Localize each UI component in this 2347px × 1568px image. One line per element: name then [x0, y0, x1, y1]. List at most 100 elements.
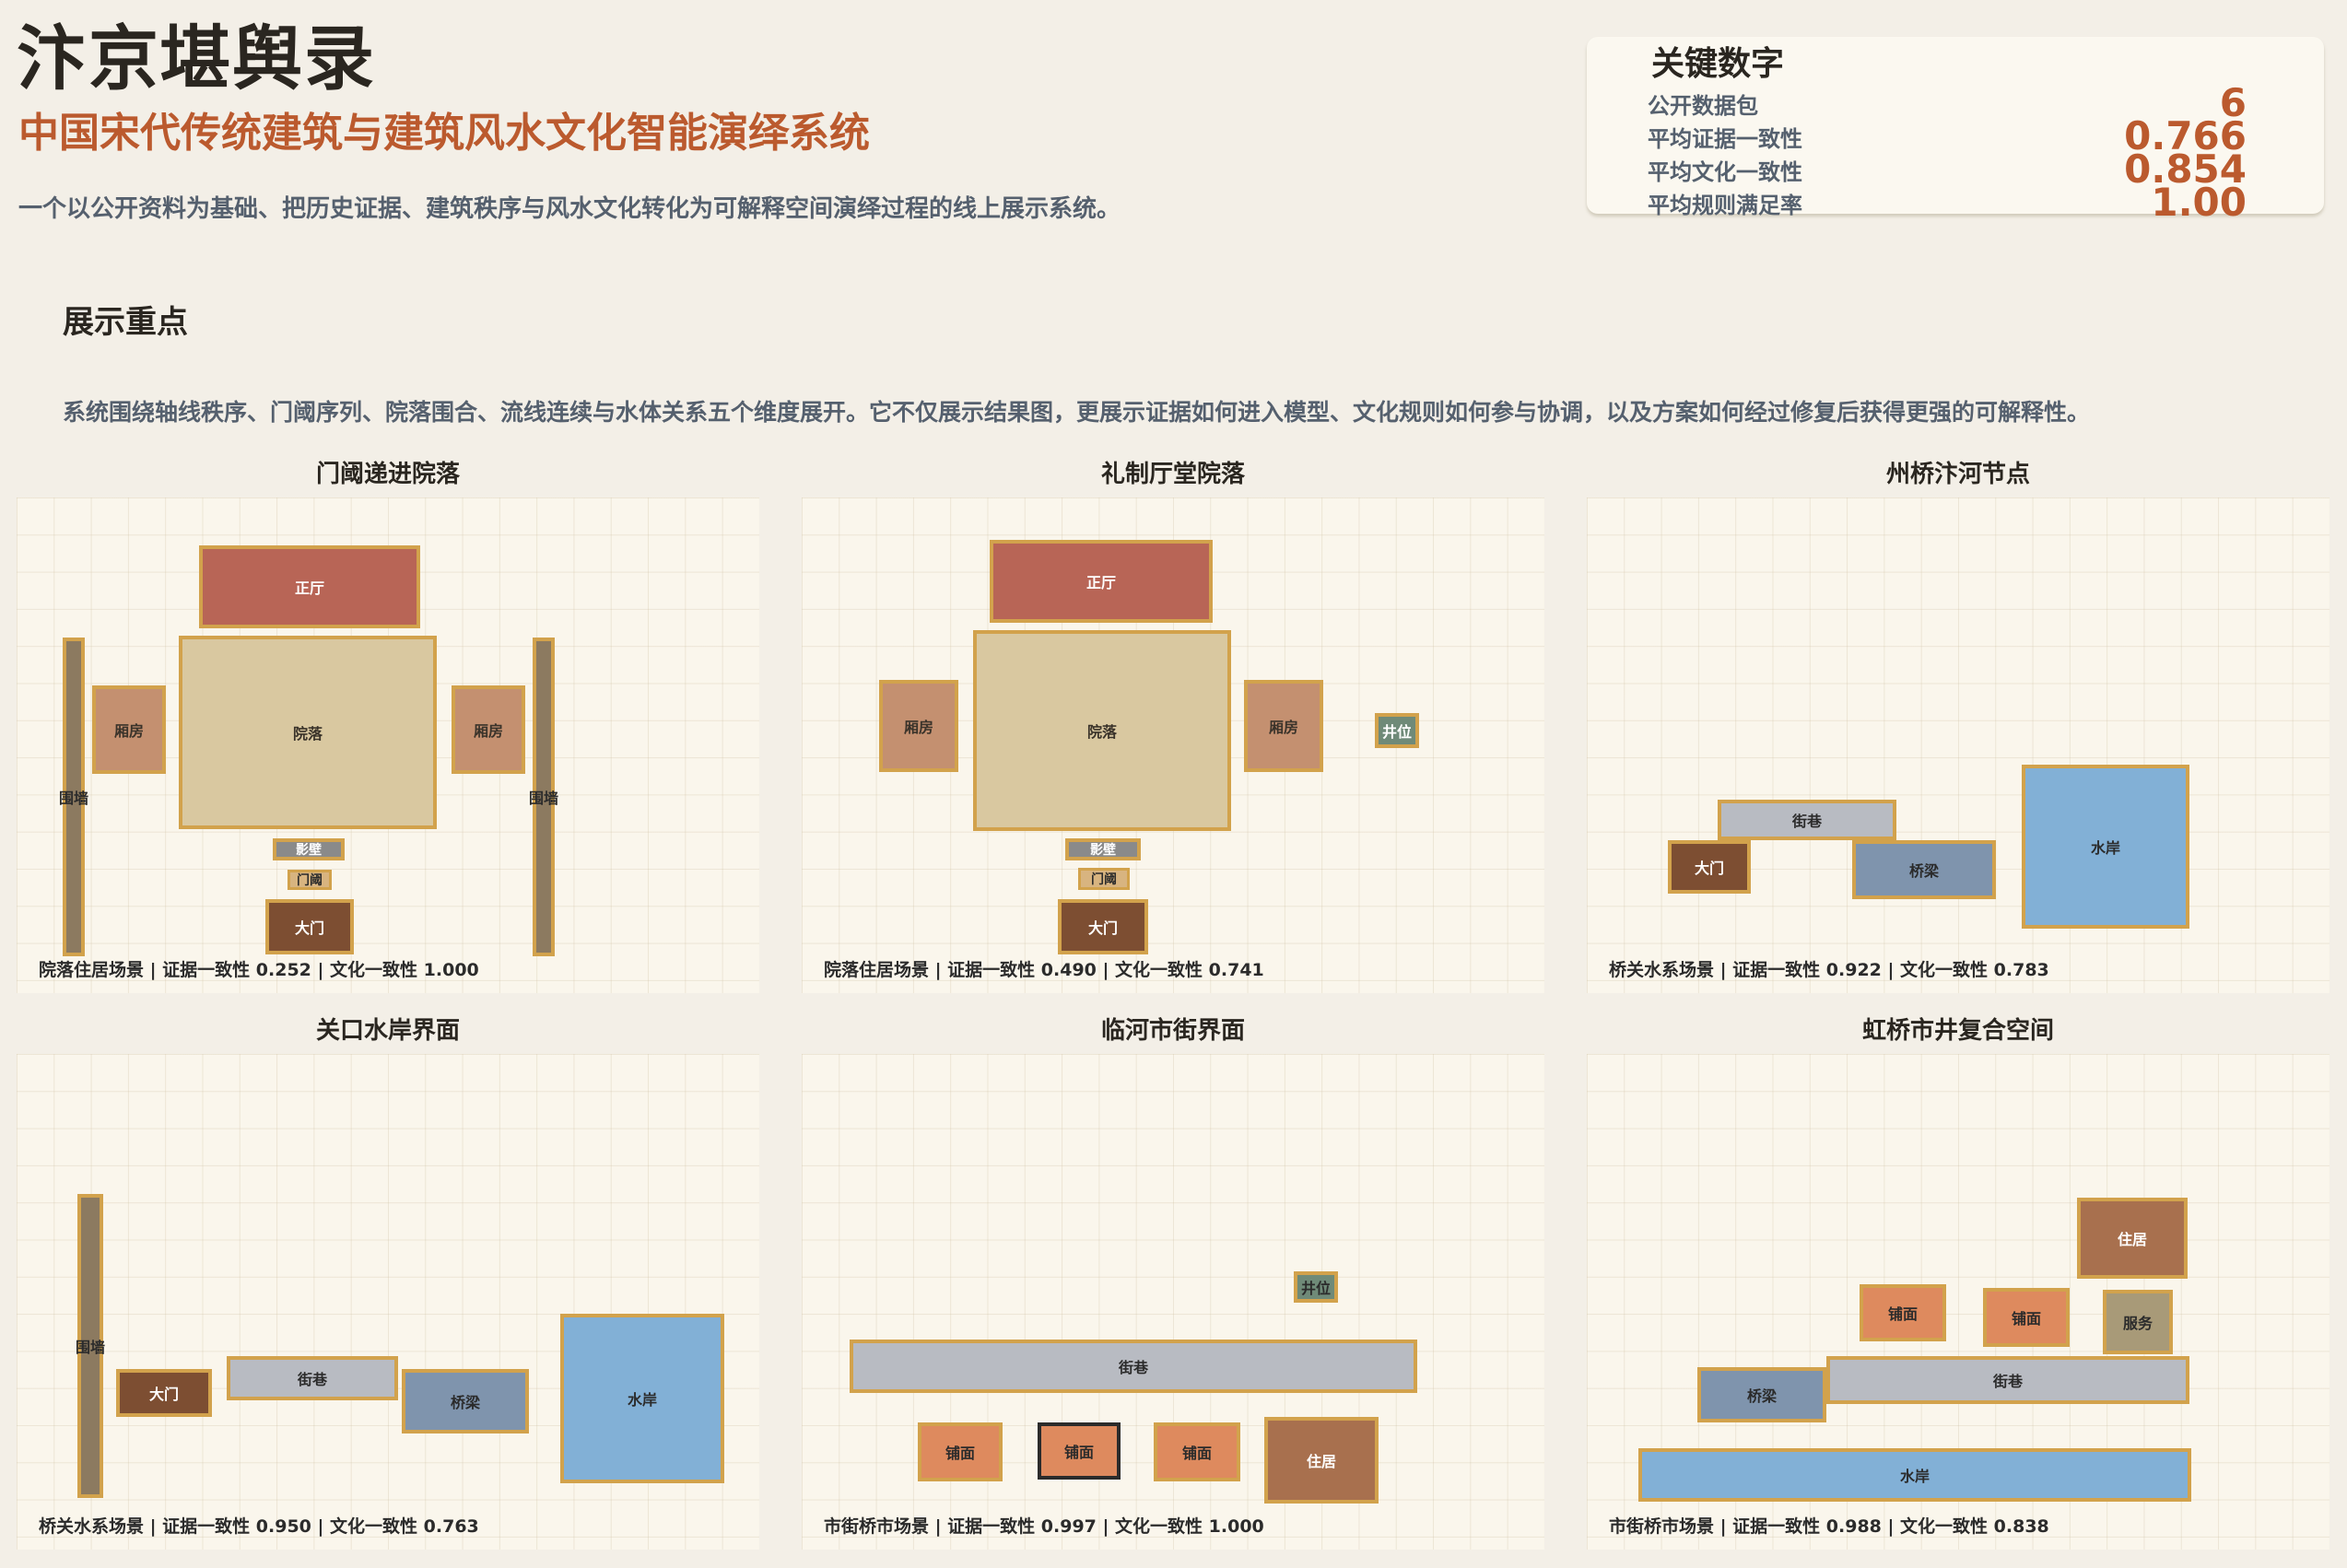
panel-caption: 桥关水系场景 | 证据一致性 0.922 | 文化一致性 0.783 — [1609, 960, 2049, 980]
block-well[interactable]: 井位 — [1375, 713, 1419, 748]
stat-row-rules: 平均规则满足率 1.00 — [1648, 180, 2247, 225]
block-label: 院落 — [1086, 723, 1117, 741]
block-label: 围墙 — [59, 790, 89, 807]
block-wall[interactable]: 围墙 — [59, 638, 88, 956]
block-label: 围墙 — [76, 1339, 106, 1356]
block-label: 大门 — [148, 1386, 179, 1403]
layout-panel-ritual-hall: 正厅 院落 厢房 厢房 井位 影壁 门阈 大门 院落住居场景 | 证据一致性 0… — [802, 497, 1544, 993]
block-courtyard[interactable]: 院落 — [973, 630, 1231, 831]
block-gate-threshold[interactable]: 门阈 — [288, 870, 332, 890]
block-shop[interactable]: 铺面 — [918, 1422, 1003, 1481]
layout-panel-riverside-market: 井位 街巷 铺面 铺面 铺面 住居 市街桥市场景 | 证据一致性 0.997 |… — [802, 1054, 1544, 1550]
focus-title: 展示重点 — [63, 304, 188, 341]
panel-caption: 院落住居场景 | 证据一致性 0.490 | 文化一致性 0.741 — [824, 960, 1264, 980]
block-main-gate[interactable]: 大门 — [116, 1369, 212, 1417]
stat-value: 0.854 — [2124, 146, 2247, 192]
panel-caption: 市街桥市场景 | 证据一致性 0.988 | 文化一致性 0.838 — [1609, 1516, 2049, 1537]
block-label: 铺面 — [1181, 1445, 1212, 1462]
block-wing[interactable]: 厢房 — [1244, 680, 1323, 772]
block-label: 街巷 — [1118, 1359, 1148, 1376]
block-screen-wall[interactable]: 影壁 — [1065, 838, 1141, 860]
block-label: 大门 — [1694, 860, 1724, 877]
block-waterfront[interactable]: 水岸 — [1638, 1448, 2191, 1502]
block-label: 街巷 — [1992, 1373, 2023, 1390]
block-main-gate[interactable]: 大门 — [1058, 899, 1148, 954]
block-waterfront[interactable]: 水岸 — [560, 1314, 724, 1483]
stat-row-culture: 平均文化一致性 0.854 — [1648, 146, 2247, 192]
block-bridge[interactable]: 桥梁 — [1852, 840, 1996, 899]
block-label: 服务 — [2122, 1315, 2153, 1332]
block-screen-wall[interactable]: 影壁 — [273, 838, 345, 860]
block-wing[interactable]: 厢房 — [879, 680, 958, 772]
stat-label: 平均规则满足率 — [1648, 193, 1802, 218]
block-shop[interactable]: 铺面 — [1983, 1288, 2070, 1347]
block-label: 影壁 — [296, 843, 322, 858]
block-wing[interactable]: 厢房 — [452, 685, 525, 774]
block-label: 住居 — [2117, 1231, 2147, 1248]
block-main-gate[interactable]: 大门 — [1668, 840, 1751, 894]
block-shop[interactable]: 铺面 — [1860, 1284, 1946, 1341]
app-subtitle: 中国宋代传统建筑与建筑风水文化智能演绎系统 — [18, 110, 870, 157]
block-wall[interactable]: 围墙 — [76, 1194, 106, 1498]
panel-caption: 院落住居场景 | 证据一致性 0.252 | 文化一致性 1.000 — [39, 960, 479, 980]
block-label: 厢房 — [473, 722, 503, 740]
block-label: 正厅 — [294, 579, 324, 597]
block-bridge[interactable]: 桥梁 — [402, 1369, 529, 1433]
stat-value: 6 — [2219, 80, 2247, 125]
block-label: 铺面 — [945, 1445, 975, 1462]
block-label: 街巷 — [297, 1371, 327, 1388]
block-label: 厢房 — [1268, 719, 1298, 736]
block-street[interactable]: 街巷 — [850, 1340, 1417, 1393]
focus-text: 系统围绕轴线秩序、门阈序列、院落围合、流线连续与水体关系五个维度展开。它不仅展示… — [63, 399, 2091, 426]
block-street[interactable]: 街巷 — [1826, 1356, 2189, 1404]
layout-panel-gate-courtyard: 正厅 院落 厢房 厢房 围墙 围墙 影壁 门阈 大门 院落住居场景 | 证据一致… — [17, 497, 759, 993]
block-street[interactable]: 街巷 — [227, 1356, 398, 1400]
layout-panel-rainbow-bridge: 住居 铺面 铺面 服务 街巷 桥梁 水岸 市街桥市场景 | 证据一致性 0.98… — [1587, 1054, 2329, 1550]
key-numbers-title: 关键数字 — [1651, 44, 1785, 83]
block-label: 院落 — [292, 725, 323, 743]
block-label: 铺面 — [1063, 1444, 1094, 1461]
panel-title: 临河市街界面 — [1100, 1017, 1245, 1045]
stat-label: 平均证据一致性 — [1648, 126, 1802, 152]
block-courtyard[interactable]: 院落 — [179, 636, 437, 829]
block-label: 围墙 — [529, 790, 559, 807]
block-gate-threshold[interactable]: 门阈 — [1078, 868, 1130, 890]
block-label: 大门 — [294, 919, 324, 937]
block-label: 厢房 — [903, 719, 933, 736]
panel-title: 虹桥市井复合空间 — [1861, 1017, 2054, 1045]
stat-label: 平均文化一致性 — [1648, 159, 1802, 185]
block-bridge[interactable]: 桥梁 — [1697, 1367, 1826, 1422]
block-hall[interactable]: 正厅 — [199, 545, 420, 628]
block-label: 水岸 — [1899, 1468, 1930, 1485]
block-label: 大门 — [1087, 919, 1118, 937]
block-shop[interactable]: 铺面 — [1154, 1422, 1240, 1481]
block-label: 井位 — [1300, 1280, 1331, 1297]
app-title: 汴京堪舆录 — [17, 18, 376, 99]
block-label: 正厅 — [1085, 574, 1116, 591]
block-residence[interactable]: 住居 — [2077, 1198, 2188, 1279]
block-wall[interactable]: 围墙 — [529, 638, 558, 956]
block-label: 桥梁 — [450, 1394, 480, 1411]
block-well[interactable]: 井位 — [1294, 1271, 1338, 1303]
block-label: 水岸 — [2090, 839, 2120, 857]
stat-row-datasets: 公开数据包 6 — [1648, 80, 2247, 125]
block-label: 水岸 — [627, 1391, 657, 1409]
panel-title: 州桥汴河节点 — [1885, 461, 2030, 488]
block-service[interactable]: 服务 — [2103, 1290, 2173, 1354]
panel-title: 关口水岸界面 — [315, 1017, 460, 1045]
layout-panel-pass-waterfront: 围墙 大门 街巷 桥梁 水岸 桥关水系场景 | 证据一致性 0.950 | 文化… — [17, 1054, 759, 1550]
block-street[interactable]: 街巷 — [1718, 800, 1896, 840]
block-waterfront[interactable]: 水岸 — [2022, 765, 2189, 929]
block-wing[interactable]: 厢房 — [92, 685, 166, 774]
block-hall[interactable]: 正厅 — [990, 540, 1213, 623]
block-shop[interactable]: 铺面 — [1038, 1422, 1121, 1480]
block-main-gate[interactable]: 大门 — [265, 899, 354, 954]
block-label: 铺面 — [2011, 1310, 2041, 1328]
block-residence[interactable]: 住居 — [1264, 1417, 1379, 1504]
block-label: 井位 — [1381, 723, 1412, 741]
stat-label: 公开数据包 — [1648, 93, 1758, 119]
block-label: 厢房 — [113, 722, 144, 740]
panel-caption: 市街桥市场景 | 证据一致性 0.997 | 文化一致性 1.000 — [824, 1516, 1264, 1537]
block-label: 门阈 — [1091, 872, 1117, 887]
block-label: 桥梁 — [1908, 862, 1939, 880]
